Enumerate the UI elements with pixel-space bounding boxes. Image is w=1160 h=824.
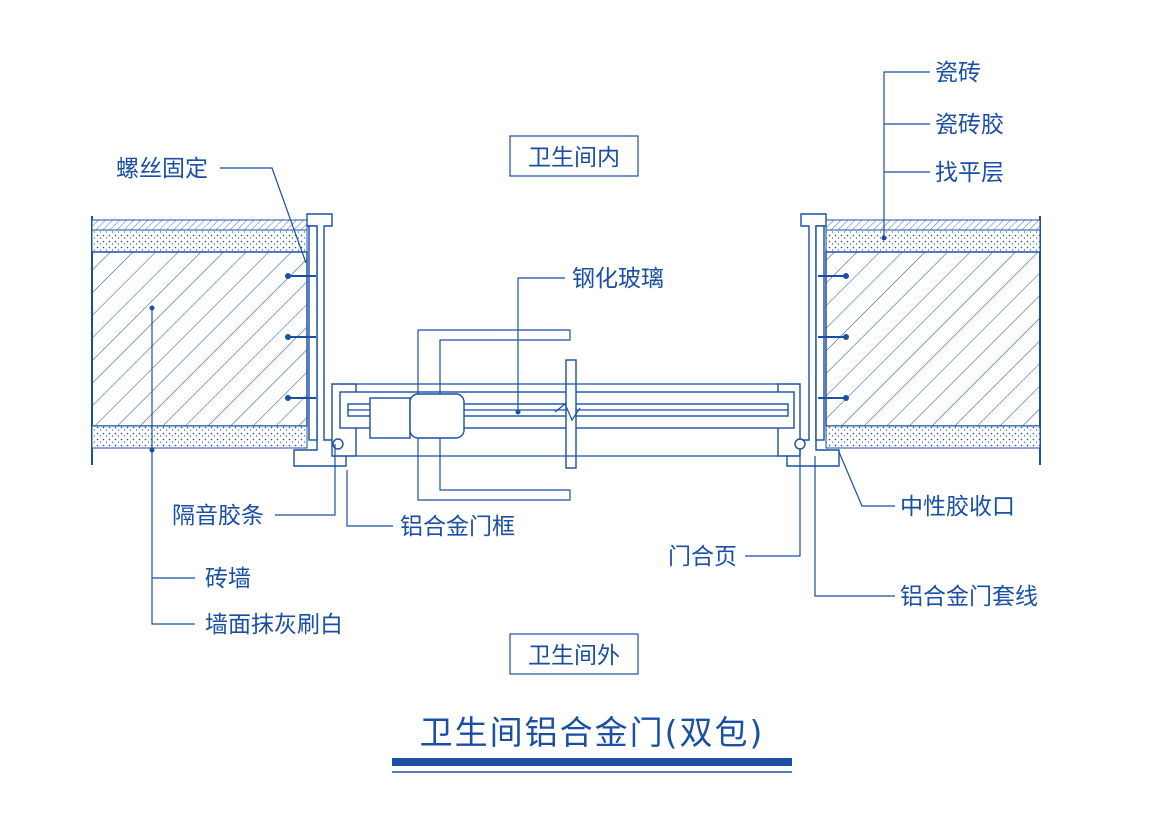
right-wall-assembly xyxy=(786,213,1041,467)
label-tile-glue: 瓷砖胶 xyxy=(935,112,1004,138)
leader-neutral-sealant xyxy=(838,451,895,507)
break-symbol xyxy=(565,359,577,469)
left-brick-wall xyxy=(91,251,308,427)
label-brick-wall: 砖墙 xyxy=(205,566,251,592)
label-tile: 瓷砖 xyxy=(935,60,981,86)
leader-lines xyxy=(149,71,930,625)
label-neutral-sealant: 中性胶收口 xyxy=(900,494,1015,520)
zone-outside-label: 卫生间外 xyxy=(528,643,620,669)
label-hinge: 门合页 xyxy=(668,544,737,570)
right-bottom-plaster xyxy=(825,425,1041,449)
door-leaf xyxy=(331,329,806,501)
right-top-plaster xyxy=(825,229,1041,253)
leader-wall-plaster xyxy=(151,308,195,625)
handle-inside xyxy=(418,329,571,394)
label-wall-plaster: 墙面抹灰刷白 xyxy=(205,612,343,638)
left-casing-inner xyxy=(308,225,318,441)
label-screw-fix: 螺丝固定 xyxy=(116,156,208,182)
left-tile-layer xyxy=(91,219,308,231)
left-top-plaster xyxy=(91,229,308,253)
right-tile-layer xyxy=(825,219,1041,231)
label-door-frame: 铝合金门框 xyxy=(400,514,515,540)
label-sound-strip: 隔音胶条 xyxy=(172,503,264,529)
zone-inside-label: 卫生间内 xyxy=(528,145,620,171)
zone-inside-box: 卫生间内 xyxy=(509,135,639,177)
left-wall-assembly xyxy=(91,213,347,467)
label-door-casing: 铝合金门套线 xyxy=(900,584,1038,610)
right-screws xyxy=(818,273,849,401)
leader-tile-stack xyxy=(883,71,930,238)
drawing-title: 卫生间铝合金门(双包) xyxy=(420,713,765,752)
left-bottom-plaster xyxy=(91,425,308,449)
handle-plate-left xyxy=(369,397,411,439)
leader-hinge xyxy=(745,450,801,557)
leader-tempered-glass xyxy=(517,277,565,412)
right-brick-wall xyxy=(825,251,1041,427)
label-tempered-glass: 钢化玻璃 xyxy=(572,266,664,292)
zone-outside-box: 卫生间外 xyxy=(509,633,639,675)
label-leveling-layer: 找平层 xyxy=(935,160,1004,186)
title-underline-thick xyxy=(392,758,792,766)
right-casing-inner xyxy=(815,225,825,441)
leader-sound-strip xyxy=(275,444,336,516)
left-screws xyxy=(285,273,316,401)
leader-door-frame xyxy=(346,470,393,527)
hinge-pin xyxy=(794,438,806,450)
handle-outside xyxy=(417,438,571,501)
leader-screw-fix xyxy=(220,167,307,264)
leader-door-casing xyxy=(814,456,895,597)
lock-body xyxy=(409,393,465,439)
